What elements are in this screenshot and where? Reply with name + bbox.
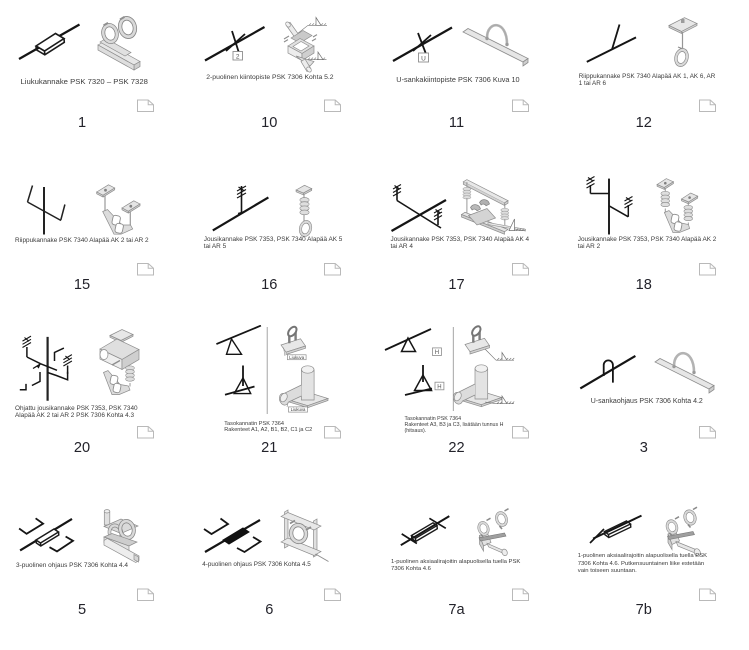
svg-text:H: H [434, 350, 438, 356]
svg-text:U: U [421, 55, 426, 62]
svg-text:2: 2 [236, 53, 240, 60]
svg-text:Liukuva: Liukuva [291, 407, 306, 412]
svg-text:Liukuva: Liukuva [290, 355, 305, 360]
svg-text:H: H [437, 384, 441, 390]
